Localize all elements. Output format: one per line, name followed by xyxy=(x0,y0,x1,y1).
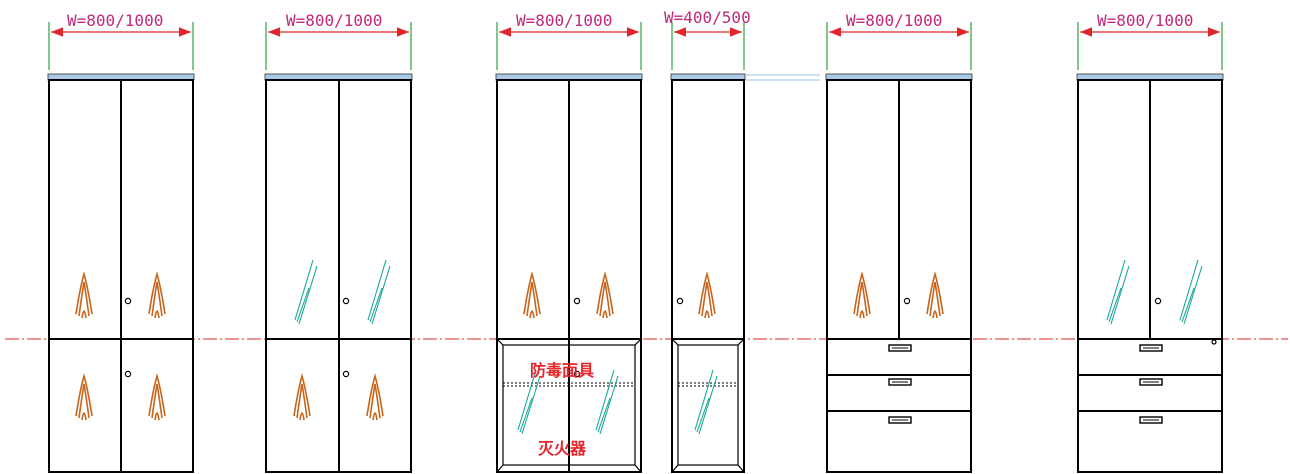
cabinet-3-emergency: W=800/1000 防毒面具 灭火器 xyxy=(495,11,643,473)
glass-reflection-icon xyxy=(1179,259,1203,325)
dimension-label: W=800/1000 xyxy=(286,11,382,30)
glass-panel-frame xyxy=(677,344,739,466)
lock-icon xyxy=(342,370,350,378)
lock-icon xyxy=(124,297,132,305)
lock-icon xyxy=(573,297,581,305)
glass-reflection-icon xyxy=(517,369,541,435)
gas-mask-label: 防毒面具 xyxy=(530,361,594,380)
glass-reflection-icon xyxy=(595,369,619,435)
wood-grain-icon xyxy=(523,271,541,319)
wood-grain-icon xyxy=(853,271,871,319)
lock-icon xyxy=(342,297,350,305)
wood-grain-icon xyxy=(75,271,93,319)
cabinet-1-wood: W=800/1000 xyxy=(47,11,195,473)
glass-reflection-icon xyxy=(294,259,318,325)
cabinet-6-glass-drawers: W=800/1000 xyxy=(1076,11,1224,473)
cabinet-2-glass-top: W=800/1000 xyxy=(264,11,413,473)
lock-icon xyxy=(1154,297,1162,305)
dimension-label: W=800/1000 xyxy=(1097,11,1193,30)
dimension-label: W=800/1000 xyxy=(516,11,612,30)
drawer-handle-icon xyxy=(1139,378,1163,386)
wood-grain-icon xyxy=(148,373,166,421)
lock-icon xyxy=(1211,339,1217,345)
wood-grain-icon xyxy=(366,373,384,421)
extinguisher-label: 灭火器 xyxy=(537,439,587,458)
glass-reflection-icon xyxy=(694,369,718,435)
lock-icon xyxy=(903,297,911,305)
lock-icon xyxy=(573,370,581,378)
glass-reflection-icon xyxy=(1106,259,1130,325)
drawer-handle-icon xyxy=(1139,344,1163,352)
wood-grain-icon xyxy=(293,373,311,421)
wood-grain-icon xyxy=(596,271,614,319)
wood-grain-icon xyxy=(698,271,716,319)
dimension-label: W=800/1000 xyxy=(846,11,942,30)
glass-reflection-icon xyxy=(367,259,391,325)
wood-grain-icon xyxy=(75,373,93,421)
drawer-handle-icon xyxy=(888,416,912,424)
lock-icon xyxy=(124,370,132,378)
drawer-handle-icon xyxy=(1139,416,1163,424)
cabinet-4-narrow: W=400/500 xyxy=(664,8,820,473)
glass-panel-frame xyxy=(502,344,636,466)
dimension-label: W=800/1000 xyxy=(67,11,163,30)
drawer-handle-icon xyxy=(888,378,912,386)
cabinet-5-drawers: W=800/1000 xyxy=(825,11,973,473)
lock-icon xyxy=(676,297,684,305)
wood-grain-icon xyxy=(148,271,166,319)
dimension-label: W=400/500 xyxy=(664,8,751,27)
cabinet-body xyxy=(671,79,745,473)
wood-grain-icon xyxy=(926,271,944,319)
drawer-handle-icon xyxy=(888,344,912,352)
